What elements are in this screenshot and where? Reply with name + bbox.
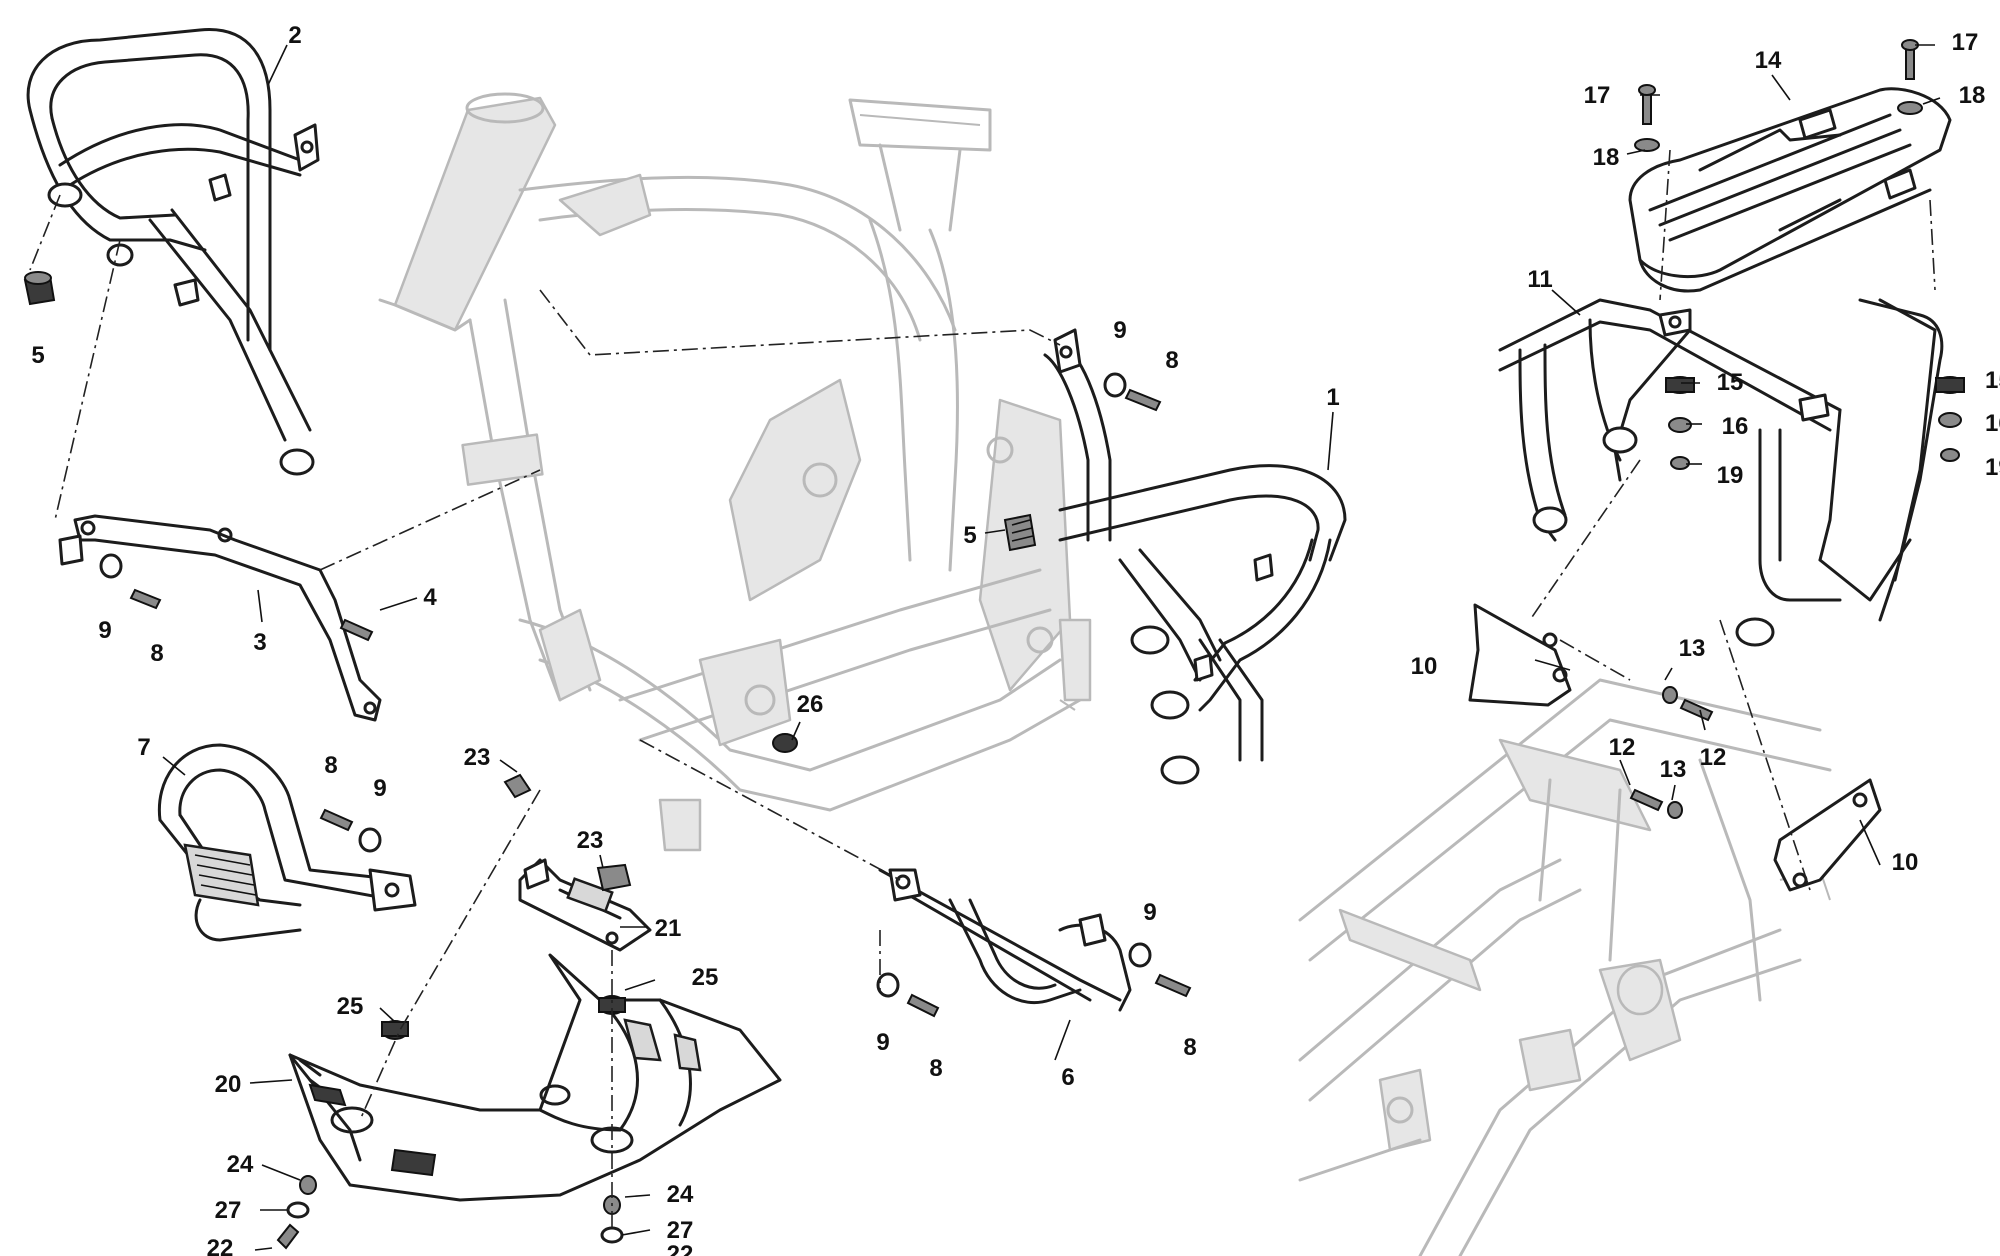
- callout-label: 1: [1326, 384, 1339, 411]
- callout-label: 27: [215, 1197, 242, 1224]
- part-plate-bracket: [518, 858, 652, 952]
- part-skid-plate: [288, 953, 782, 1202]
- callout-label: 3: [253, 629, 266, 656]
- callout-label: 25: [692, 964, 719, 991]
- callout-label: 24: [227, 1151, 254, 1178]
- callout-label: 22: [207, 1235, 234, 1256]
- callout-label: 19: [1985, 454, 2000, 481]
- callout-label: 22: [667, 1241, 694, 1256]
- callout-label: 8: [1165, 347, 1178, 374]
- part-side-plate: [1773, 778, 1882, 892]
- callout-label: 13: [1660, 756, 1687, 783]
- callout-label: 23: [464, 744, 491, 771]
- callout-label: 15: [1717, 369, 1744, 396]
- callout-label: 19: [1717, 462, 1744, 489]
- callout-label: 20: [215, 1071, 242, 1098]
- callout-label: 7: [137, 734, 150, 761]
- callout-label: 21: [655, 915, 682, 942]
- callout-label: 4: [423, 584, 437, 611]
- callout-label: 18: [1959, 82, 1986, 109]
- callout-label: 15: [1985, 367, 2000, 394]
- callout-label: 6: [1061, 1064, 1074, 1091]
- callout-label: 23: [577, 827, 604, 854]
- callout-label: 16: [1985, 410, 2000, 437]
- callout-label: 8: [324, 752, 337, 779]
- part-upper-crash-bar-left: [26, 28, 320, 476]
- callout-label: 8: [929, 1055, 942, 1082]
- leader-lines: [162, 44, 1941, 1251]
- callout-label: 2: [288, 22, 301, 49]
- callout-label: 9: [373, 775, 386, 802]
- callout-label: 26: [797, 691, 824, 718]
- callout-label: 14: [1755, 47, 1782, 74]
- part-side-plate: [1468, 603, 1572, 707]
- callout-label: 12: [1609, 734, 1636, 761]
- callout-labels: 1 2 3 4 5 5 6 7 8 8 8 8 8 9 9 9 9 9 10 1…: [31, 22, 2000, 1256]
- callout-label: 9: [1113, 317, 1126, 344]
- rubber-plug: [23, 271, 56, 306]
- callout-label: 17: [1952, 29, 1979, 56]
- callout-label: 18: [1593, 144, 1620, 171]
- rear-subframe: [1298, 678, 1832, 1256]
- part-luggage-rack: [1628, 87, 1952, 293]
- callout-label: 11: [1527, 266, 1552, 293]
- callout-label: 12: [1700, 744, 1727, 771]
- callout-label: 9: [98, 617, 111, 644]
- callout-label: 8: [1183, 1034, 1196, 1061]
- callout-label: 27: [667, 1217, 694, 1244]
- part-clip-nut: [503, 773, 632, 892]
- callout-label: 9: [1143, 899, 1156, 926]
- callout-label: 5: [31, 342, 44, 369]
- callout-label: 25: [337, 993, 364, 1020]
- assembly-lines: [29, 149, 1936, 1230]
- callout-label: 13: [1679, 635, 1706, 662]
- callout-label: 24: [667, 1181, 694, 1208]
- part-bracket: [58, 514, 382, 722]
- part-lower-bar: [878, 868, 1132, 1012]
- subframe-bolts: [1629, 686, 1714, 819]
- rack-bolts: [1634, 39, 1923, 152]
- callout-label: 5: [963, 522, 976, 549]
- callout-label: 9: [876, 1029, 889, 1056]
- callout-label: 16: [1722, 413, 1749, 440]
- main-frame: [378, 92, 1092, 852]
- callout-label: 8: [150, 640, 163, 667]
- part-footpeg-bar: [157, 743, 417, 942]
- rubber-plug: [1003, 513, 1037, 552]
- callout-label: 17: [1584, 82, 1611, 109]
- rack-grommets: [1665, 376, 1965, 470]
- callout-label: 10: [1892, 849, 1919, 876]
- part-crash-bar-right: [1043, 328, 1347, 785]
- part-carrier-frame: [1498, 298, 1944, 647]
- callout-label: 10: [1411, 653, 1438, 680]
